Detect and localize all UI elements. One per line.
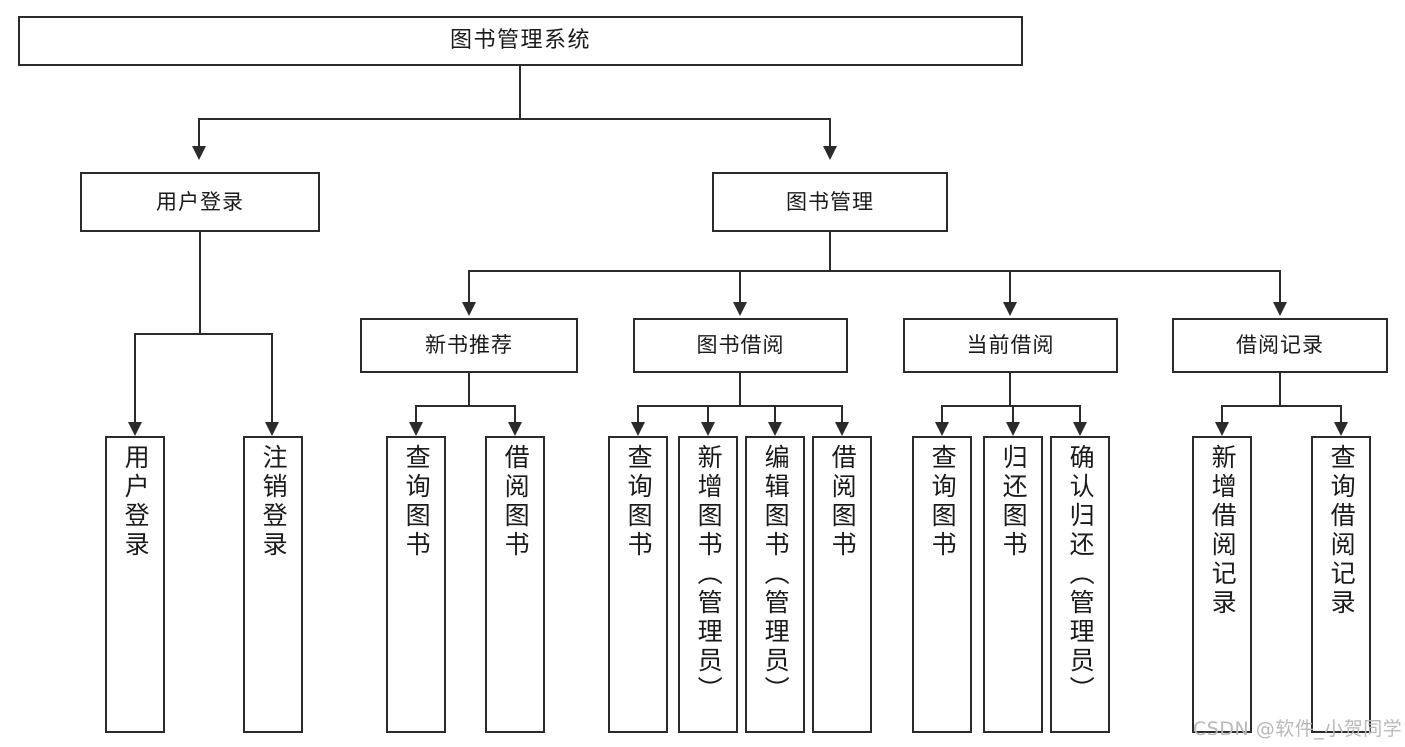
csdn-watermark: CSDN @软件_小贺同学 bbox=[1193, 718, 1403, 740]
arrow-leaf-borrow-book-2 bbox=[835, 422, 849, 436]
connector-drop-add-book bbox=[707, 405, 709, 422]
arrow-to-user-login bbox=[192, 146, 206, 160]
connector-user-login-stem bbox=[199, 232, 201, 333]
connector-book-borrow-stem bbox=[739, 373, 741, 405]
connector-to-book-manage bbox=[829, 118, 831, 146]
node-label: 借阅图书 bbox=[501, 444, 531, 560]
node-label: 查询图书 bbox=[624, 444, 654, 560]
node-label: 用户登录 bbox=[156, 189, 244, 214]
leaf-add-book-admin[interactable]: 新增图书（管理员） bbox=[678, 436, 738, 733]
leaf-query-book-3[interactable]: 查询图书 bbox=[912, 436, 972, 733]
node-user-login[interactable]: 用户登录 bbox=[80, 172, 320, 232]
node-label: 查询图书 bbox=[402, 444, 432, 560]
node-label: 编辑图书（管理员） bbox=[761, 444, 791, 705]
leaf-query-borrow-record[interactable]: 查询借阅记录 bbox=[1311, 436, 1371, 733]
leaf-add-borrow-record[interactable]: 新增借阅记录 bbox=[1192, 436, 1252, 733]
connector-borrow-record-bus bbox=[1221, 405, 1341, 407]
connector-user-login-right-drop bbox=[271, 333, 273, 422]
leaf-return-book[interactable]: 归还图书 bbox=[983, 436, 1043, 733]
connector-drop-confirm-return bbox=[1079, 405, 1081, 422]
arrow-leaf-add-book bbox=[701, 422, 715, 436]
node-root-book-management-system[interactable]: 图书管理系统 bbox=[18, 16, 1023, 66]
connector-drop-query-book-2 bbox=[637, 405, 639, 422]
connector-root-stem bbox=[519, 66, 521, 118]
arrow-leaf-user-login bbox=[128, 422, 142, 436]
node-current-borrowing[interactable]: 当前借阅 bbox=[903, 318, 1118, 373]
node-book-management[interactable]: 图书管理 bbox=[712, 172, 948, 232]
connector-borrow-record-stem bbox=[1279, 373, 1281, 405]
arrow-to-new-book-rec bbox=[462, 302, 476, 316]
connector-to-book-borrow bbox=[739, 270, 741, 302]
connector-drop-query-record bbox=[1340, 405, 1342, 422]
leaf-confirm-return-admin[interactable]: 确认归还（管理员） bbox=[1050, 436, 1110, 733]
leaf-edit-book-admin[interactable]: 编辑图书（管理员） bbox=[745, 436, 805, 733]
connector-drop-query-book-3 bbox=[941, 405, 943, 422]
connector-drop-borrow-book-2 bbox=[841, 405, 843, 422]
connector-new-book-rec-stem bbox=[468, 373, 470, 405]
arrow-leaf-return-book bbox=[1006, 422, 1020, 436]
node-label: 新增借阅记录 bbox=[1208, 444, 1238, 618]
arrow-to-current-borrow bbox=[1003, 302, 1017, 316]
arrow-leaf-edit-book bbox=[768, 422, 782, 436]
connector-to-user-login bbox=[198, 118, 200, 146]
connector-user-login-bus bbox=[134, 333, 271, 335]
connector-to-current-borrow bbox=[1009, 270, 1011, 302]
connector-current-borrow-stem bbox=[1009, 373, 1011, 405]
connector-current-borrow-bus bbox=[941, 405, 1080, 407]
connector-to-new-book-rec bbox=[468, 270, 470, 302]
node-label: 确认归还（管理员） bbox=[1066, 444, 1096, 705]
arrow-to-borrow-record bbox=[1273, 302, 1287, 316]
node-label: 查询借阅记录 bbox=[1327, 444, 1357, 618]
node-label: 图书借阅 bbox=[696, 333, 785, 358]
node-label: 查询图书 bbox=[928, 444, 958, 560]
arrow-leaf-query-book-1 bbox=[409, 422, 423, 436]
node-label: 用户登录 bbox=[121, 444, 151, 560]
connector-book-borrow-bus bbox=[637, 405, 842, 407]
node-label: 图书管理 bbox=[786, 189, 874, 214]
node-label: 借阅图书 bbox=[828, 444, 858, 560]
leaf-borrow-book-1[interactable]: 借阅图书 bbox=[485, 436, 545, 733]
node-label: 新增图书（管理员） bbox=[694, 444, 724, 705]
connector-level2-bus bbox=[198, 118, 830, 120]
connector-drop-query-book-1 bbox=[415, 405, 417, 422]
arrow-leaf-query-record bbox=[1334, 422, 1348, 436]
arrow-leaf-logout bbox=[265, 422, 279, 436]
leaf-logout-login[interactable]: 注销登录 bbox=[243, 436, 303, 733]
node-label: 归还图书 bbox=[999, 444, 1029, 560]
node-label: 图书管理系统 bbox=[449, 28, 591, 54]
connector-drop-borrow-book-1 bbox=[514, 405, 516, 422]
connector-new-book-rec-bus bbox=[415, 405, 516, 407]
connector-drop-return-book bbox=[1012, 405, 1014, 422]
leaf-query-book-1[interactable]: 查询图书 bbox=[386, 436, 446, 733]
node-label: 当前借阅 bbox=[966, 333, 1055, 358]
connector-user-login-left-drop bbox=[134, 333, 136, 422]
connector-level3-bus bbox=[468, 270, 1280, 272]
leaf-query-book-2[interactable]: 查询图书 bbox=[608, 436, 668, 733]
node-label: 注销登录 bbox=[259, 444, 289, 560]
leaf-borrow-book-2[interactable]: 借阅图书 bbox=[812, 436, 872, 733]
node-new-book-recommendation[interactable]: 新书推荐 bbox=[360, 318, 578, 373]
arrow-leaf-add-record bbox=[1215, 422, 1229, 436]
connector-drop-edit-book bbox=[774, 405, 776, 422]
node-borrowing-records[interactable]: 借阅记录 bbox=[1172, 318, 1388, 373]
arrow-leaf-query-book-3 bbox=[935, 422, 949, 436]
arrow-to-book-borrow bbox=[733, 302, 747, 316]
arrow-leaf-borrow-book-1 bbox=[508, 422, 522, 436]
connector-drop-add-record bbox=[1221, 405, 1223, 422]
leaf-user-login[interactable]: 用户登录 bbox=[105, 436, 165, 733]
connector-to-borrow-record bbox=[1279, 270, 1281, 302]
node-label: 借阅记录 bbox=[1236, 333, 1324, 358]
connector-book-manage-stem bbox=[829, 232, 831, 270]
arrow-leaf-confirm-return bbox=[1073, 422, 1087, 436]
node-book-borrowing[interactable]: 图书借阅 bbox=[633, 318, 848, 373]
arrow-to-book-manage bbox=[823, 146, 837, 160]
node-label: 新书推荐 bbox=[425, 333, 513, 358]
arrow-leaf-query-book-2 bbox=[631, 422, 645, 436]
